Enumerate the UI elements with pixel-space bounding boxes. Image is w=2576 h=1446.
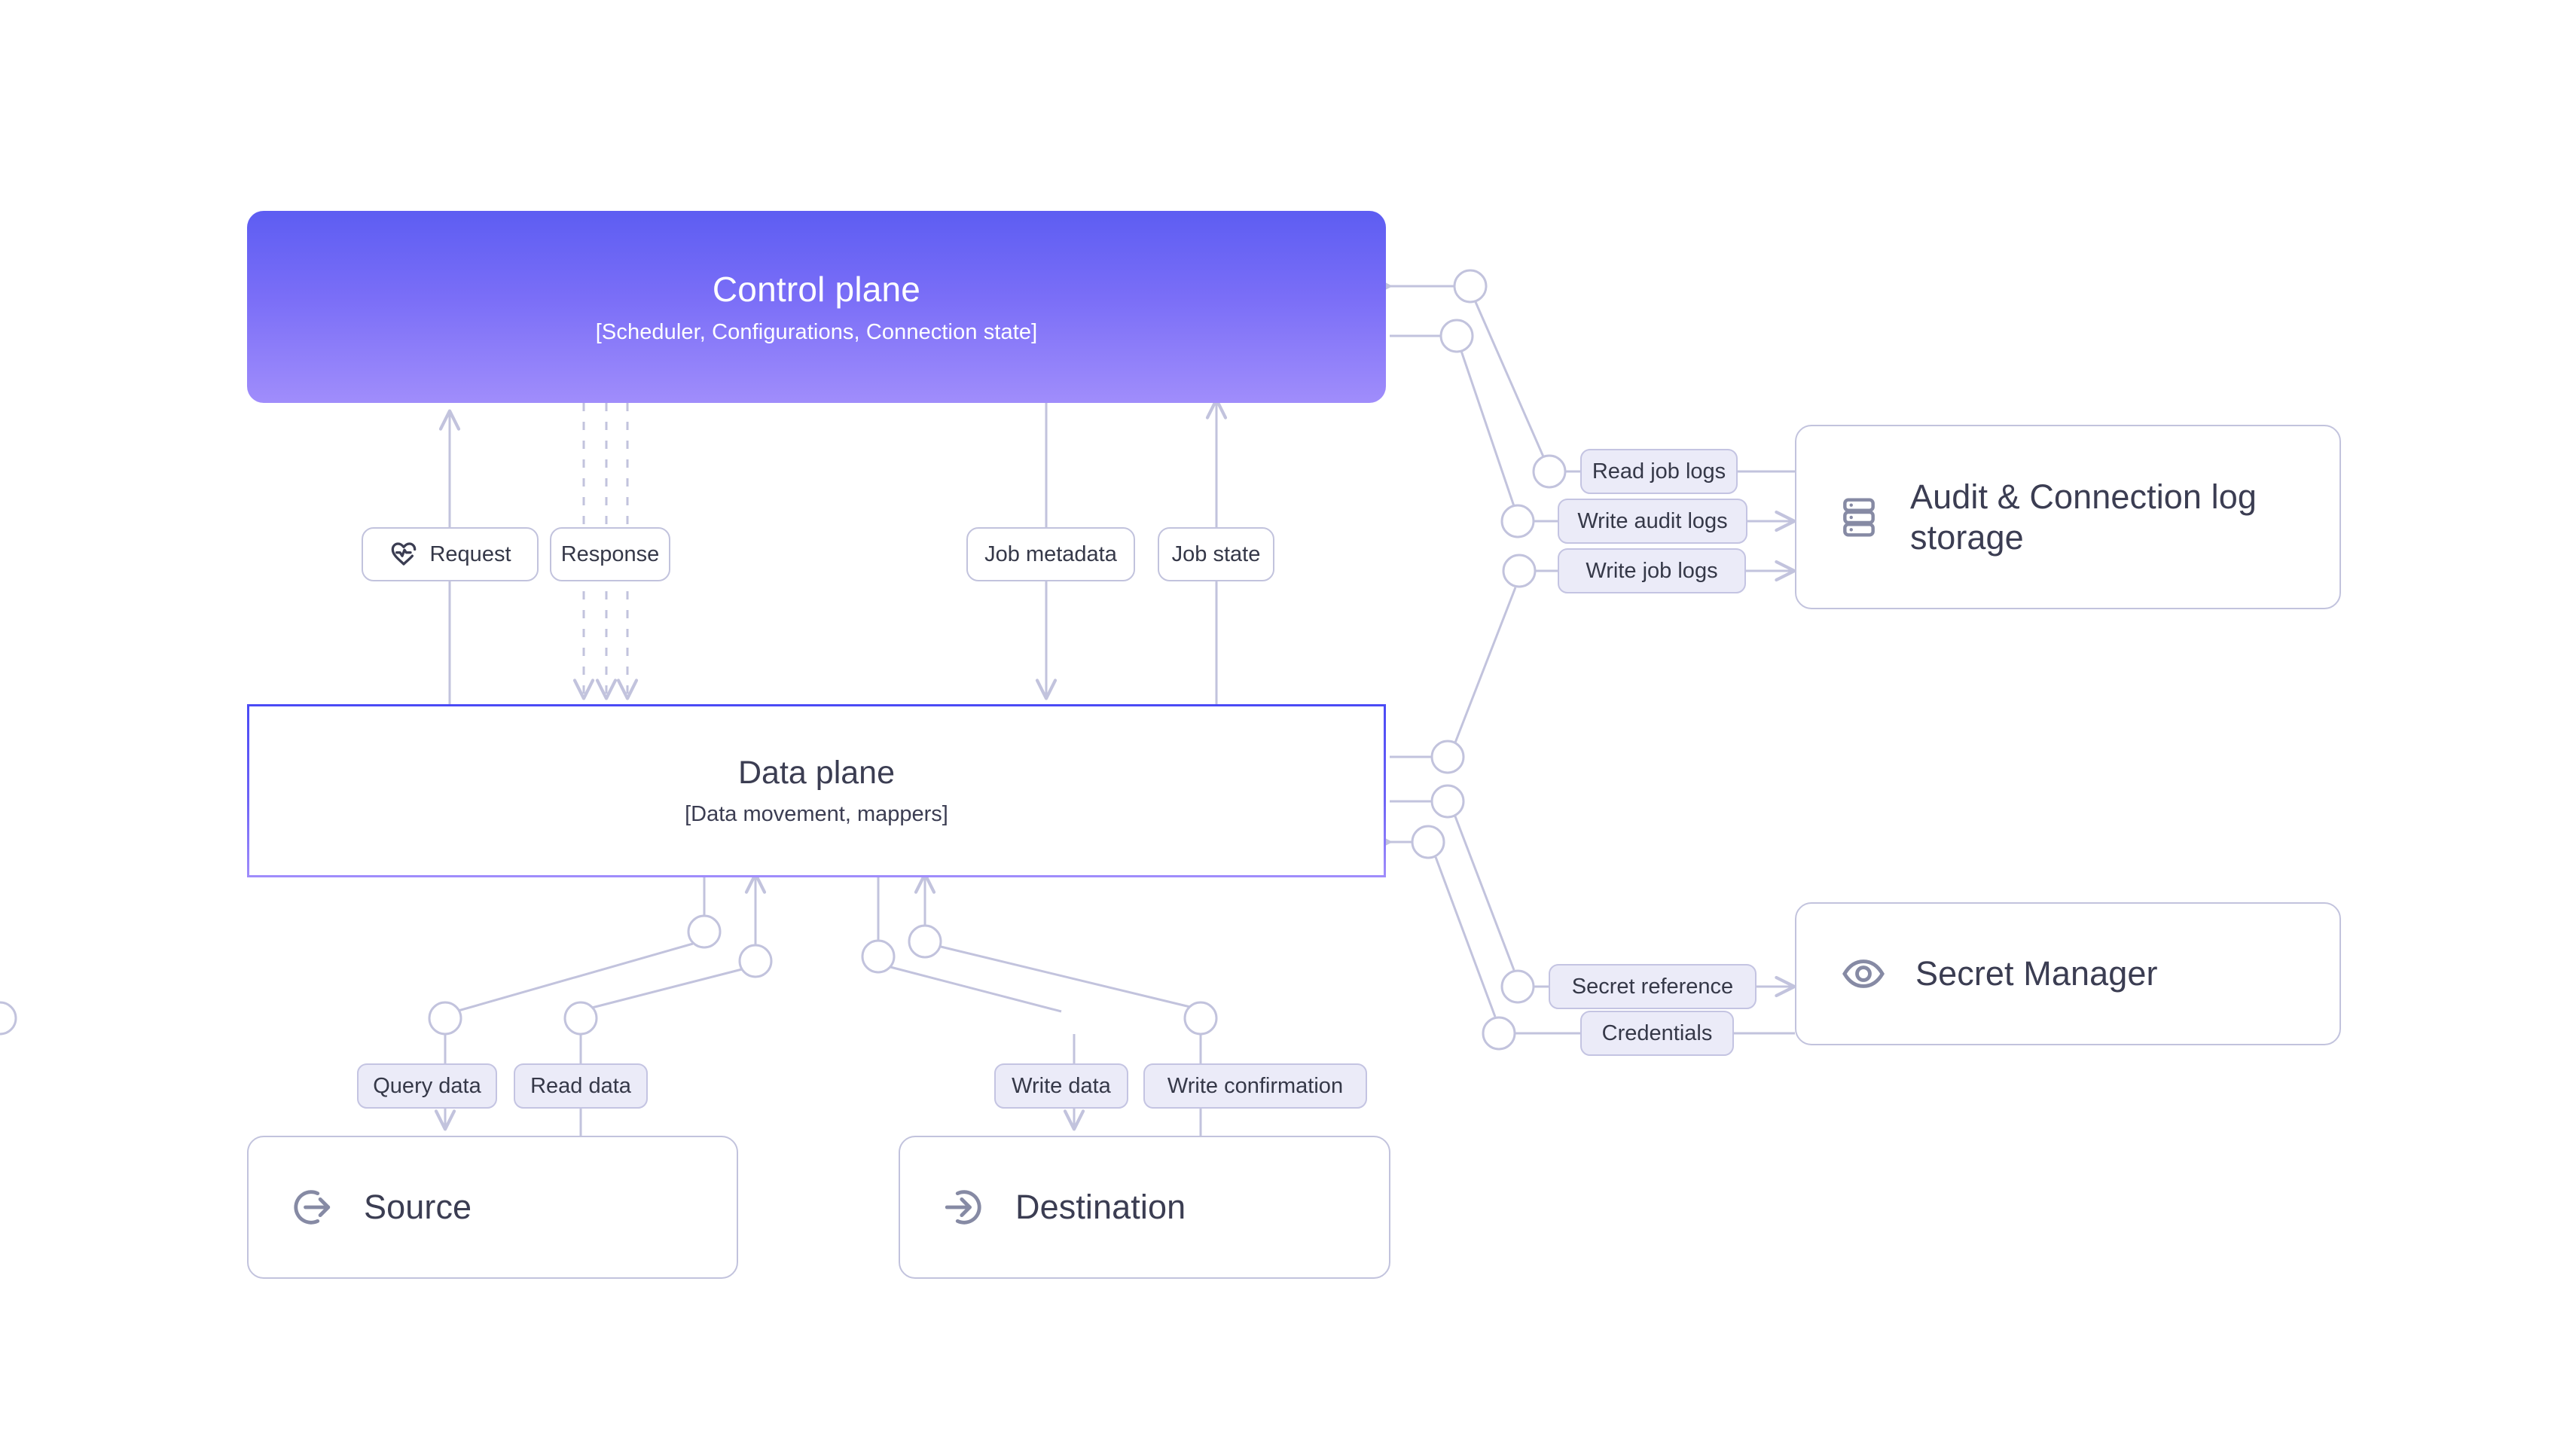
- edge-secret-reference: [1390, 784, 1796, 1004]
- control-plane-subtitle: [Scheduler, Configurations, Connection s…: [595, 320, 1038, 344]
- source-node[interactable]: Source: [247, 1136, 738, 1279]
- chip-write-job-logs[interactable]: Write job logs: [1558, 548, 1746, 593]
- chip-secret-reference[interactable]: Secret reference: [1549, 964, 1757, 1009]
- edge-read-data: [563, 872, 773, 1136]
- chip-write-data[interactable]: Write data: [994, 1063, 1128, 1109]
- edge-credentials: [1369, 825, 1795, 1051]
- chip-job-state-label: Job state: [1171, 541, 1261, 566]
- database-stack-icon: [1838, 494, 1880, 541]
- control-plane-title: Control plane: [712, 270, 921, 309]
- chip-write-audit-logs-label: Write audit logs: [1577, 508, 1728, 533]
- edge-read-job-logs: [1369, 269, 1795, 489]
- chip-request[interactable]: Request: [362, 527, 539, 581]
- chip-query-data[interactable]: Query data: [357, 1063, 497, 1109]
- chip-request-label: Request: [429, 541, 511, 566]
- audit-log-storage-title: Audit & Connection log storage: [1910, 477, 2257, 557]
- chip-response-label: Response: [560, 541, 660, 566]
- data-plane-subtitle: [Data movement, mappers]: [685, 802, 948, 826]
- chip-query-data-label: Query data: [373, 1073, 481, 1098]
- edge-write-job-logs: [1390, 554, 1796, 774]
- chip-read-data-label: Read data: [530, 1073, 631, 1098]
- chip-write-confirmation[interactable]: Write confirmation: [1143, 1063, 1367, 1109]
- eye-icon: [1842, 952, 1885, 996]
- secret-manager-title: Secret Manager: [1915, 954, 2158, 993]
- destination-node[interactable]: Destination: [899, 1136, 1390, 1279]
- chip-job-metadata[interactable]: Job metadata: [966, 527, 1135, 581]
- chip-job-metadata-label: Job metadata: [984, 541, 1117, 566]
- chip-credentials-label: Credentials: [1601, 1020, 1713, 1045]
- edge-write-confirmation: [908, 872, 1218, 1136]
- heart-pulse-icon: [389, 539, 419, 569]
- chip-response[interactable]: Response: [550, 527, 670, 581]
- chip-write-audit-logs[interactable]: Write audit logs: [1558, 499, 1747, 544]
- chip-read-job-logs-label: Read job logs: [1592, 459, 1726, 484]
- chip-credentials[interactable]: Credentials: [1580, 1011, 1734, 1056]
- secret-manager-node[interactable]: Secret Manager: [1795, 902, 2341, 1045]
- chip-write-data-label: Write data: [1012, 1073, 1111, 1098]
- chip-secret-reference-label: Secret reference: [1571, 974, 1734, 999]
- chip-read-job-logs[interactable]: Read job logs: [1580, 449, 1738, 494]
- log-out-circle-icon: [290, 1185, 334, 1229]
- log-in-circle-icon: [942, 1185, 985, 1229]
- control-plane-node[interactable]: Control plane [Scheduler, Configurations…: [247, 211, 1386, 403]
- chip-job-state[interactable]: Job state: [1158, 527, 1274, 581]
- edge-query-data: [428, 877, 722, 1131]
- destination-title: Destination: [1015, 1188, 1186, 1227]
- edge-response: [572, 403, 639, 700]
- data-plane-node[interactable]: Data plane [Data movement, mappers]: [247, 704, 1386, 877]
- chip-write-confirmation-label: Write confirmation: [1167, 1073, 1344, 1098]
- data-plane-title: Data plane: [738, 755, 895, 791]
- chip-read-data[interactable]: Read data: [514, 1063, 648, 1109]
- edge-write-data: [0, 877, 1085, 1131]
- audit-log-storage-node[interactable]: Audit & Connection log storage: [1795, 425, 2341, 609]
- source-title: Source: [364, 1188, 472, 1227]
- chip-write-job-logs-label: Write job logs: [1586, 558, 1718, 583]
